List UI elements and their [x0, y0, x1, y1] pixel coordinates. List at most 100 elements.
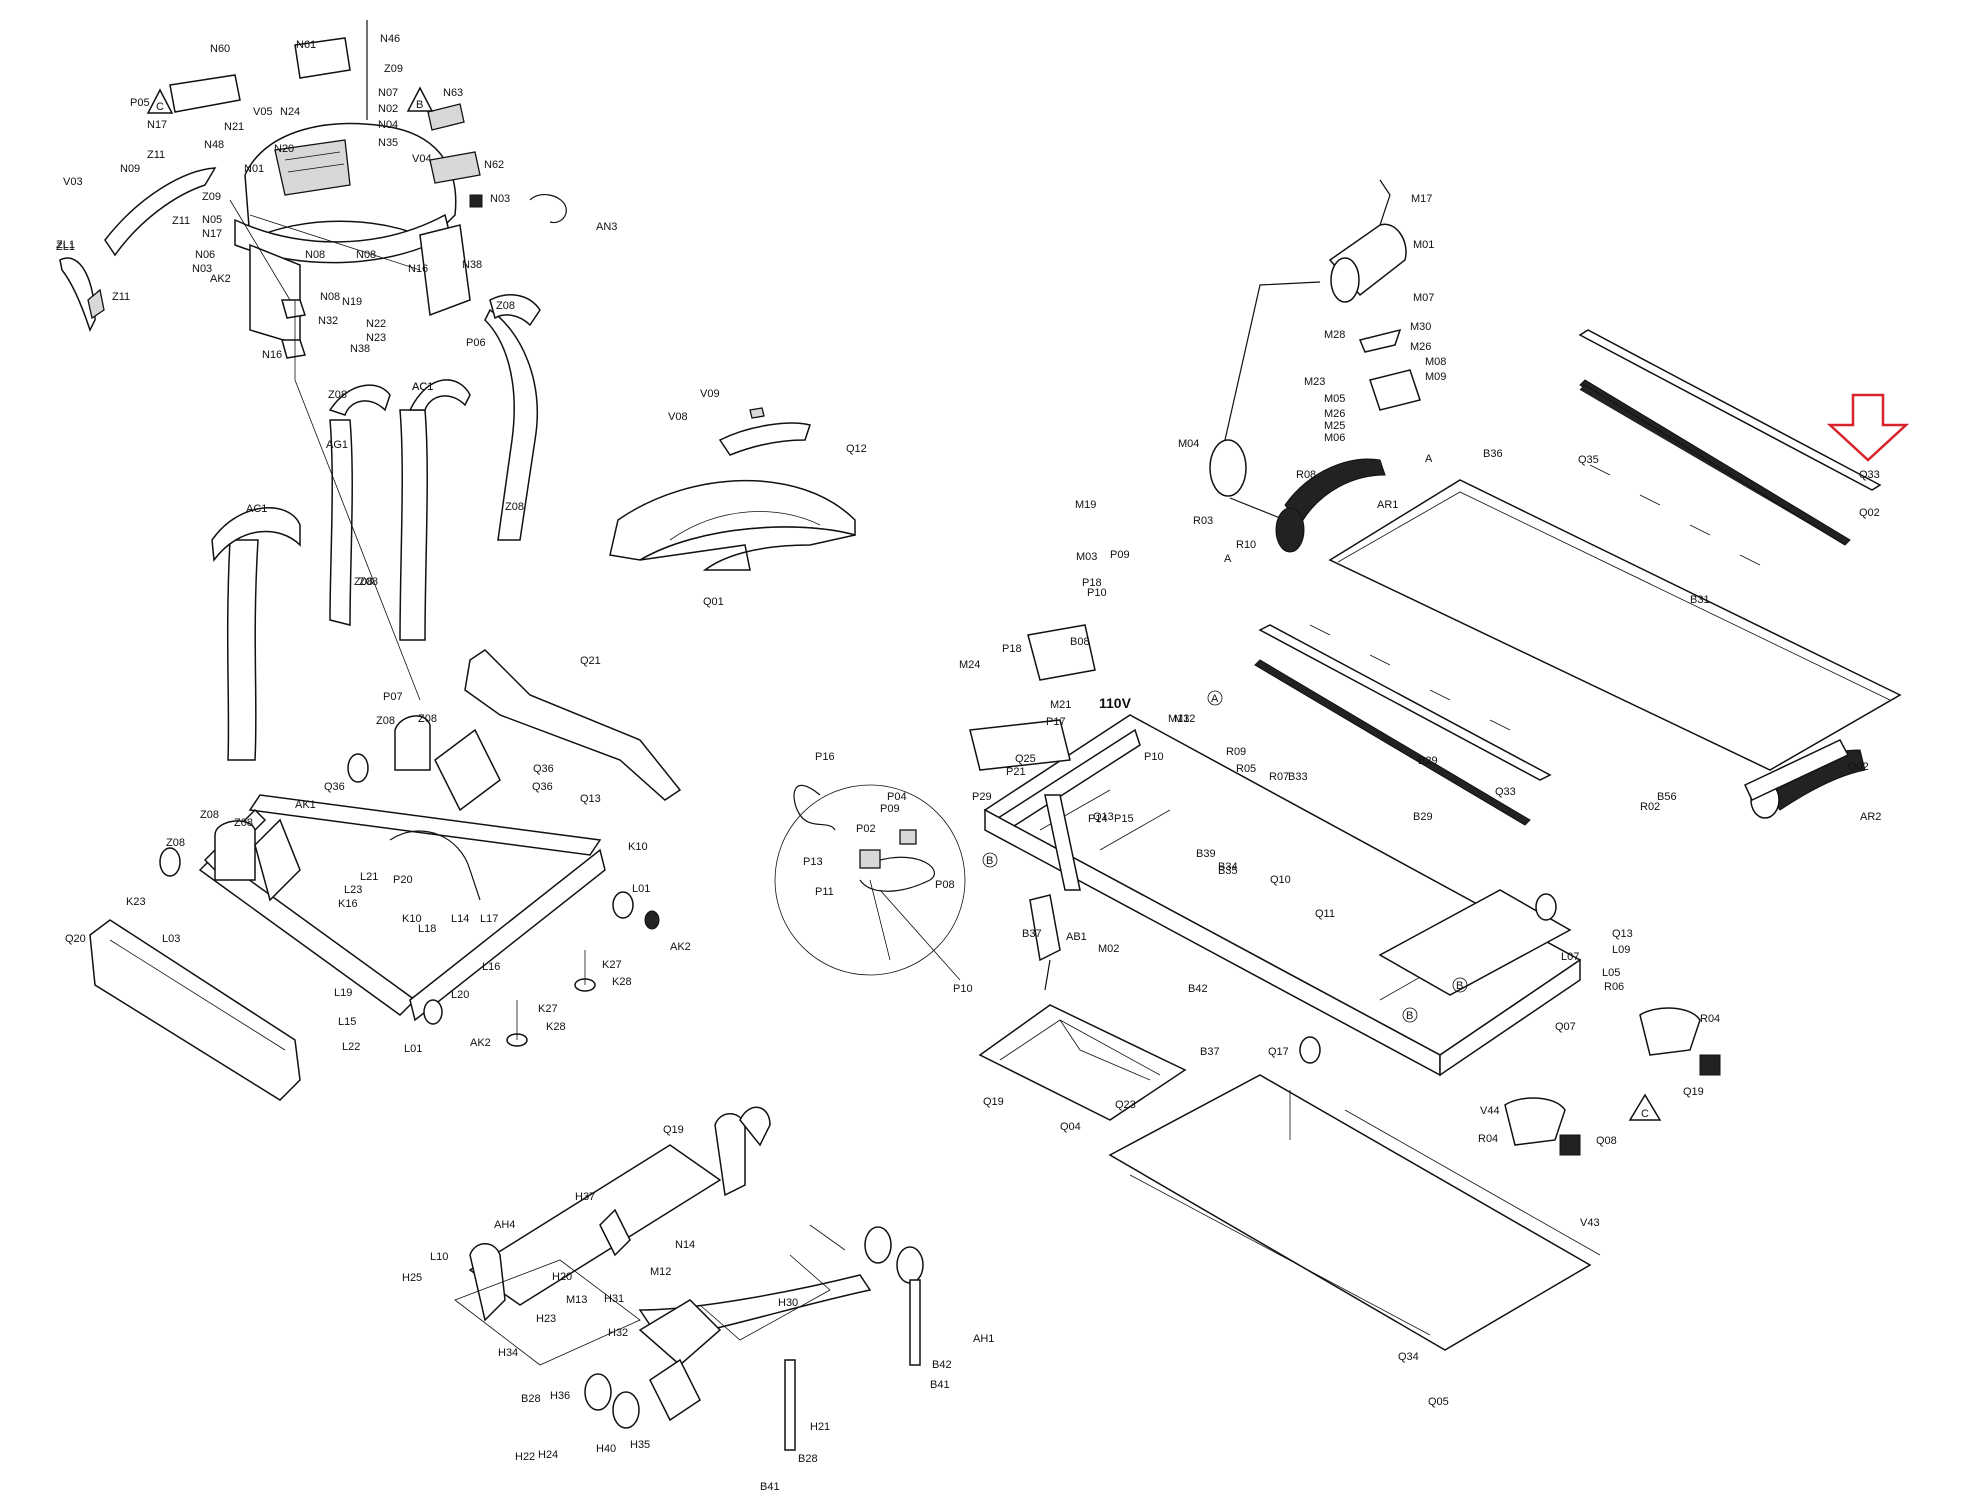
part-callout-m07: M07: [1413, 292, 1434, 304]
part-callout-r10: R10: [1236, 539, 1256, 551]
part-callout-a: A: [1425, 453, 1433, 465]
part-callout-an3: AN3: [596, 221, 617, 233]
part-callout-ar2: AR2: [1860, 811, 1881, 823]
part-callout-l23: L23: [344, 884, 362, 896]
part-callout-q33: Q33: [1859, 469, 1880, 481]
part-callout-q01: Q01: [703, 596, 724, 608]
part-callout-ak1: AK1: [295, 799, 316, 811]
part-callout-l14: L14: [451, 913, 469, 925]
part-callout-p18: P18: [1082, 577, 1102, 589]
part-callout-z11: Z11: [172, 215, 190, 227]
part-callout-z08: Z08: [496, 300, 515, 312]
warning-letter-c: C: [1641, 1108, 1649, 1120]
part-callout-b34: B34: [1218, 861, 1238, 873]
part-callout-r03: R03: [1193, 515, 1213, 527]
part-callout-h40: H40: [596, 1443, 616, 1455]
part-callout-ag1: AG1: [326, 439, 348, 451]
circle-letter-b: B: [1406, 1010, 1413, 1022]
part-callout-m30: M30: [1410, 321, 1431, 333]
part-callout-b08: B08: [1070, 636, 1090, 648]
part-callout-n16: N16: [262, 349, 282, 361]
part-callout-m01: M01: [1413, 239, 1434, 251]
part-callout-n63: N63: [443, 87, 463, 99]
part-callout-n19: N19: [342, 296, 362, 308]
part-callout-ac1: AC1: [412, 381, 433, 393]
part-callout-n08: N08: [305, 249, 325, 261]
part-callout-q13: Q13: [580, 793, 601, 805]
part-callout-z09: Z09: [384, 63, 403, 75]
part-callout-n01: N01: [244, 163, 264, 175]
part-callout-b28: B28: [798, 1453, 818, 1465]
circle-letter-a: A: [1211, 693, 1219, 705]
part-callout-ak2: AK2: [210, 273, 231, 285]
part-callout-p15: P15: [1114, 813, 1134, 825]
part-callout-p17: P17: [1046, 716, 1066, 728]
part-callout-p09: P09: [880, 803, 900, 815]
part-callout-b36: B36: [1483, 448, 1503, 460]
part-callout-q34: Q34: [1398, 1351, 1419, 1363]
part-callout-b42: B42: [932, 1359, 952, 1371]
part-callout-zl1: ZL1: [56, 239, 75, 251]
part-callout-ar1: AR1: [1377, 499, 1398, 511]
part-callout-v08: V08: [668, 411, 688, 423]
part-callout-h30: H30: [778, 1297, 798, 1309]
warning-letter-b: B: [416, 99, 423, 111]
part-callout-z08: Z08: [354, 576, 373, 588]
part-callout-ac1: AC1: [246, 503, 267, 515]
upright-tubes: [211, 294, 541, 761]
part-callout-q19: Q19: [1683, 1086, 1704, 1098]
part-callout-n03: N03: [490, 193, 510, 205]
part-callout-q08: Q08: [1596, 1135, 1617, 1147]
part-callout-m25: M25: [1324, 420, 1345, 432]
part-callout-n38: N38: [350, 343, 370, 355]
circle-mark-b3: [1402, 1007, 1418, 1023]
part-callout-p04: P04: [887, 791, 907, 803]
part-callout-n23: N23: [366, 332, 386, 344]
part-callout-q05: Q05: [1428, 1396, 1449, 1408]
part-callout-l01: L01: [632, 883, 650, 895]
part-callout-n22: N22: [366, 318, 386, 330]
part-callout-l10: L10: [430, 1251, 448, 1263]
wiring-detail: [774, 784, 966, 981]
part-callout-n16: N16: [408, 263, 428, 275]
part-callout-b37: B37: [1200, 1046, 1220, 1058]
part-callout-m02: M02: [1098, 943, 1119, 955]
part-callout-v03: V03: [63, 176, 83, 188]
part-callout-m21: M21: [1050, 699, 1071, 711]
part-callout-r04: R04: [1700, 1013, 1720, 1025]
part-callout-m28: M28: [1324, 329, 1345, 341]
part-callout-z08: Z08: [418, 713, 437, 725]
part-callout-m13: M13: [1168, 713, 1189, 725]
part-callout-p10: P10: [1144, 751, 1164, 763]
part-callout-n61: N61: [296, 39, 316, 51]
part-callout-r02: R02: [1640, 801, 1660, 813]
part-callout-zl1: ZL1: [56, 241, 75, 253]
part-callout-l20: L20: [451, 989, 469, 1001]
part-callout-h31: H31: [604, 1293, 624, 1305]
part-callout-p08: P08: [935, 879, 955, 891]
warning-triangle-c-top: [146, 88, 174, 114]
part-callout-l15: L15: [338, 1016, 356, 1028]
part-callout-n03: N03: [192, 263, 212, 275]
part-callout-ab1: AB1: [1066, 931, 1087, 943]
part-callout-k10: K10: [402, 913, 422, 925]
part-callout-q33: Q33: [1495, 786, 1516, 798]
part-callout-p29: P29: [972, 791, 992, 803]
part-callout-p11: P11: [815, 886, 834, 898]
part-callout-l05: L05: [1602, 967, 1620, 979]
deck-and-belt: [1254, 329, 1902, 826]
part-callout-m26: M26: [1324, 408, 1345, 420]
part-callout-l16: L16: [482, 961, 500, 973]
part-callout-n02: N02: [378, 103, 398, 115]
part-callout-z08: Z08: [359, 576, 378, 588]
part-callout-r04: R04: [1478, 1133, 1498, 1145]
part-callout-v43: V43: [1580, 1217, 1600, 1229]
part-callout-l17: L17: [480, 913, 498, 925]
console-assembly: [59, 20, 567, 359]
part-callout-n17: N17: [147, 119, 167, 131]
part-callout-n14: N14: [675, 1239, 695, 1251]
part-callout-h22: H22: [515, 1451, 535, 1463]
part-callout-b56: B56: [1657, 791, 1677, 803]
part-callout-ak2: AK2: [670, 941, 691, 953]
